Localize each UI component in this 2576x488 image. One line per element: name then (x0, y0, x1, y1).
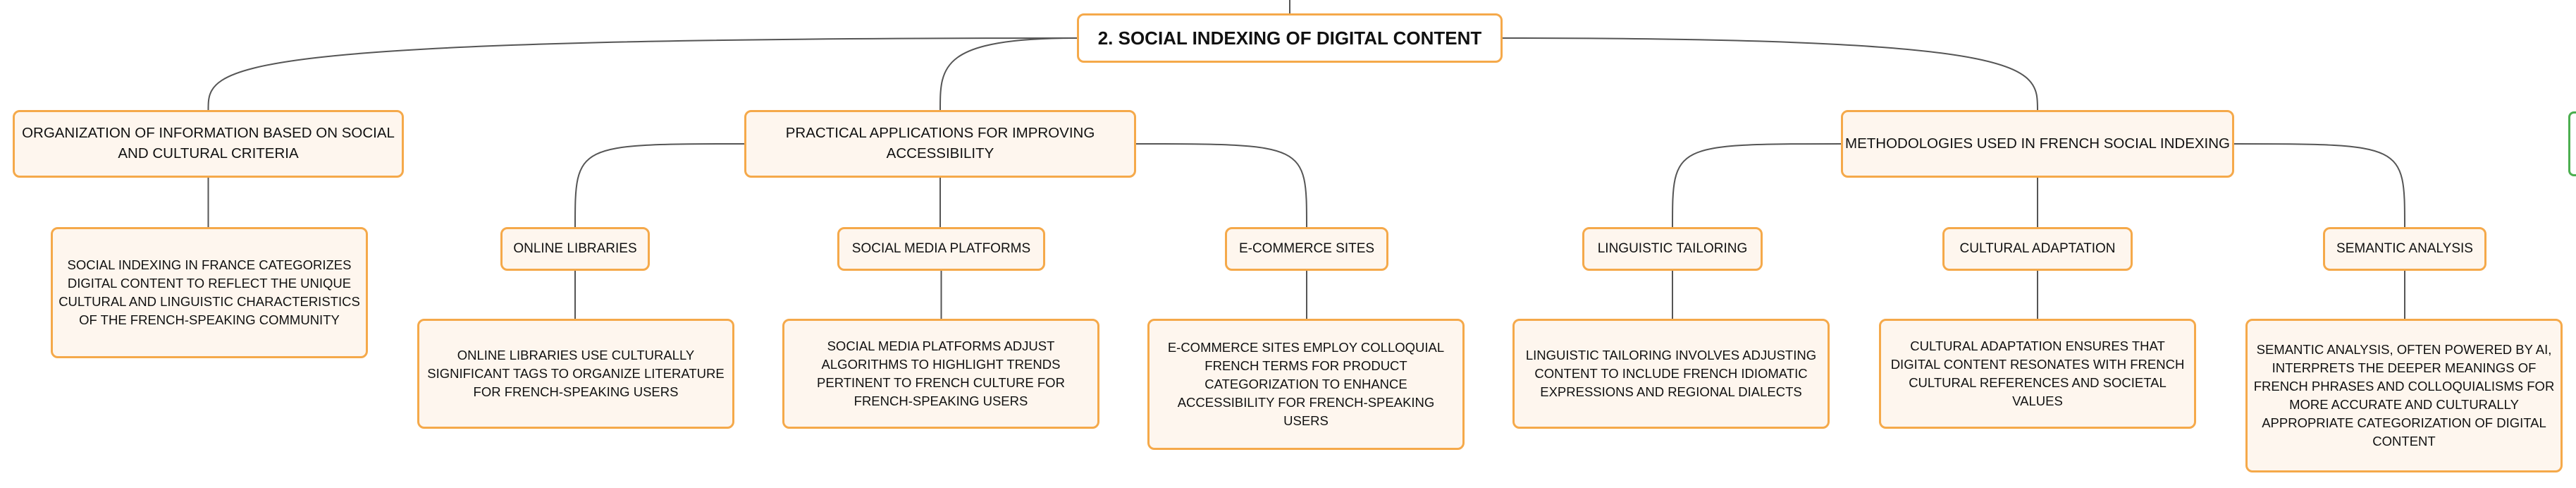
subtopic-node-e-commerce-sites[interactable]: E-COMMERCE SITES (1225, 227, 1388, 271)
detail-node-e-commerce-sites[interactable]: E-COMMERCE SITES EMPLOY COLLOQUIAL FRENC… (1147, 319, 1465, 450)
subtopic-node-social-media-platforms[interactable]: SOCIAL MEDIA PLATFORMS (837, 227, 1045, 271)
category-node-methodologies[interactable]: METHODOLOGIES USED IN FRENCH SOCIAL INDE… (1841, 110, 2234, 178)
line-root-to-methodologies (1502, 37, 2038, 111)
detail-node-linguistic-tailoring[interactable]: LINGUISTIC TAILORING INVOLVES ADJUSTING … (1512, 319, 1830, 429)
line-practical-to-e-commerce (1135, 143, 1307, 228)
category-node-organization[interactable]: ORGANIZATION OF INFORMATION BASED ON SOC… (13, 110, 404, 178)
line-methodologies-to-semantic (2233, 143, 2405, 228)
subtopic-node-online-libraries[interactable]: ONLINE LIBRARIES (500, 227, 650, 271)
detail-node-semantic-analysis[interactable]: SEMANTIC ANALYSIS, OFTEN POWERED BY AI, … (2245, 319, 2563, 472)
root-node[interactable]: 2. SOCIAL INDEXING OF DIGITAL CONTENT (1077, 13, 1503, 63)
subtopic-node-linguistic-tailoring[interactable]: LINGUISTIC TAILORING (1582, 227, 1763, 271)
detail-node-online-libraries[interactable]: ONLINE LIBRARIES USE CULTURALLY SIGNIFIC… (417, 319, 734, 429)
line-methodologies-to-linguistic (1672, 143, 1842, 228)
subtopic-node-semantic-analysis[interactable]: SEMANTIC ANALYSIS (2323, 227, 2486, 271)
detail-node-organization[interactable]: SOCIAL INDEXING IN FRANCE CATEGORIZES DI… (51, 227, 368, 358)
subtopic-node-cultural-adaptation[interactable]: CULTURAL ADAPTATION (1942, 227, 2133, 271)
detail-node-cultural-adaptation[interactable]: CULTURAL ADAPTATION ENSURES THAT DIGITAL… (1879, 319, 2196, 429)
offscreen-node-edge (2568, 111, 2576, 176)
line-root-to-practical (939, 37, 1078, 111)
detail-node-social-media-platforms[interactable]: SOCIAL MEDIA PLATFORMS ADJUST ALGORITHMS… (782, 319, 1099, 429)
line-practical-to-online-libraries (574, 143, 745, 228)
line-root-to-organization (207, 37, 1078, 111)
category-node-practical-applications[interactable]: PRACTICAL APPLICATIONS FOR IMPROVING ACC… (744, 110, 1136, 178)
